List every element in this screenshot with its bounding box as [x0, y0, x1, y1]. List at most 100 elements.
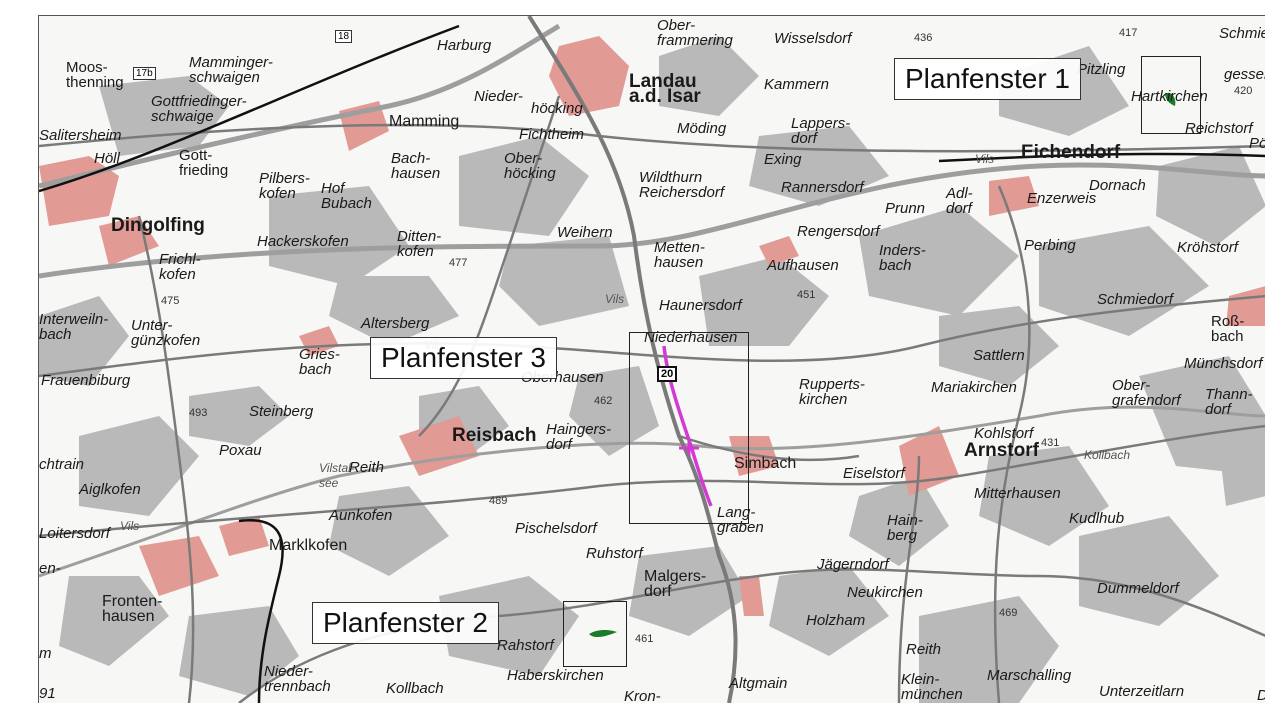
place-label: Bach- hausen	[391, 150, 441, 182]
place-label: m	[39, 645, 52, 662]
place-label: Mitterhausen	[974, 485, 1061, 502]
place-label: Gries- bach	[299, 346, 340, 378]
planfenster-3-label: Planfenster 3	[370, 337, 557, 379]
place-label: Ruhstorf	[586, 545, 643, 562]
place-label: höcking	[531, 100, 583, 117]
place-label: Schmied	[1219, 25, 1265, 42]
forest-areas	[39, 36, 1265, 703]
place-label: Di	[1257, 688, 1265, 703]
elevation-label: 461	[635, 633, 654, 645]
place-label: Perbing	[1024, 237, 1076, 254]
place-label: Reith	[906, 641, 942, 658]
place-label: Fronten- hausen	[102, 593, 163, 625]
place-label: Reith	[349, 459, 385, 476]
place-label: Pitzling	[1077, 61, 1126, 78]
place-label: Altersberg	[361, 315, 430, 332]
planfenster-2-label: Planfenster 2	[312, 602, 499, 644]
place-label: Pöcki	[1249, 135, 1265, 152]
place-label: Mariakirchen	[931, 379, 1017, 396]
place-label: Arnstorf	[964, 440, 1039, 461]
place-label: Haberskirchen	[507, 667, 604, 684]
road-number-18: 18	[335, 30, 353, 43]
place-label: Pischelsdorf	[515, 520, 597, 537]
place-label: Reisbach	[452, 425, 537, 446]
place-label: Steinberg	[249, 403, 314, 420]
place-label: Thann- dorf	[1205, 386, 1253, 418]
place-label: Rupperts- kirchen	[799, 376, 865, 408]
place-label: Haunersdorf	[659, 297, 742, 314]
place-label: Malgers- dorf	[644, 568, 707, 600]
place-label: Jägerndorf	[817, 556, 889, 573]
place-label: Adl- dorf	[946, 185, 973, 217]
place-label: Roß- bach	[1211, 313, 1245, 345]
place-label: Kröhstorf	[1177, 239, 1238, 256]
place-label: Ober- höcking	[504, 150, 556, 182]
planfenster-1-label: Planfenster 1	[894, 58, 1081, 100]
water-label: Kollbach	[1084, 448, 1131, 462]
planfenster-2-frame[interactable]	[563, 601, 627, 667]
planfenster-3-frame[interactable]	[629, 332, 749, 524]
place-label: Landau a.d. Isar	[629, 71, 701, 107]
elevation-label: 493	[189, 407, 208, 419]
place-label: Frauenbiburg	[41, 372, 131, 389]
place-label: Fichtheim	[519, 126, 585, 143]
place-label: Mamming	[389, 113, 460, 130]
place-label: Aufhausen	[767, 257, 839, 274]
site-area-1	[1165, 92, 1176, 106]
place-label: Rengersdorf	[797, 223, 880, 240]
planfenster-1-frame[interactable]	[1141, 56, 1201, 134]
place-label: Schmiedorf	[1097, 291, 1173, 308]
roads	[39, 16, 1265, 703]
place-label: Neukirchen	[847, 584, 923, 601]
place-label: Moos- thenning	[66, 59, 124, 91]
place-label: Kohlstorf	[974, 425, 1034, 442]
place-label: Rahstorf	[497, 637, 554, 654]
elevation-label: 451	[797, 289, 816, 301]
place-label: Dornach	[1089, 177, 1146, 194]
place-label: Marklkofen	[269, 537, 348, 554]
place-label: Möding	[677, 120, 727, 137]
place-label: Ober- grafendorf	[1112, 377, 1181, 409]
place-label: 91	[39, 685, 56, 702]
place-label: Kammern	[764, 76, 830, 93]
place-label: Weihern	[557, 224, 613, 241]
place-label: Münchsdorf	[1184, 355, 1263, 372]
place-label: Marschalling	[987, 667, 1072, 684]
place-label: Salitersheim	[39, 127, 122, 144]
place-label: Kron-	[624, 688, 661, 703]
railways	[39, 24, 1265, 703]
elevation-label: 417	[1119, 27, 1138, 39]
place-label: Klein- münchen	[901, 671, 963, 703]
place-label: Haingers- dorf	[546, 421, 612, 453]
place-label: Unterzeitlarn	[1099, 683, 1185, 700]
place-label: Hartkirchen	[1131, 88, 1208, 105]
road-number-17b: 17b	[133, 67, 156, 80]
place-label: Wisselsdorf	[774, 30, 852, 47]
place-label: Sattlern	[973, 347, 1025, 364]
place-label: Kudlhub	[1069, 510, 1125, 527]
place-label: Kollbach	[386, 680, 444, 697]
place-label: Hackerskofen	[257, 233, 349, 250]
place-label: Exing	[764, 151, 802, 168]
place-label: Dummeldorf	[1097, 580, 1179, 597]
place-label: Aunkofen	[329, 507, 393, 524]
water-label: Vils	[120, 519, 140, 533]
water-label: Vilstal- see	[319, 461, 355, 490]
place-label: Gottfriedinger- schwaige	[151, 93, 247, 125]
place-label: Reichstorf	[1185, 120, 1253, 137]
place-label: Pilbers- kofen	[259, 170, 310, 202]
place-label: Ober- frammering	[657, 17, 733, 49]
place-label: Nieder-	[474, 88, 523, 105]
place-label: Enzerweis	[1027, 190, 1097, 207]
water-label: Vils	[605, 292, 625, 306]
elevation-label: 469	[999, 607, 1018, 619]
place-label: gesser	[1224, 66, 1265, 83]
place-label: Harburg	[437, 37, 492, 54]
road-number-20: 20	[657, 366, 678, 382]
place-label: Loitersdorf	[39, 525, 110, 542]
elevation-label: 477	[449, 257, 468, 269]
elevation-label: 489	[489, 495, 508, 507]
place-label: Simbach	[734, 455, 797, 472]
place-label: Prunn	[885, 200, 926, 217]
